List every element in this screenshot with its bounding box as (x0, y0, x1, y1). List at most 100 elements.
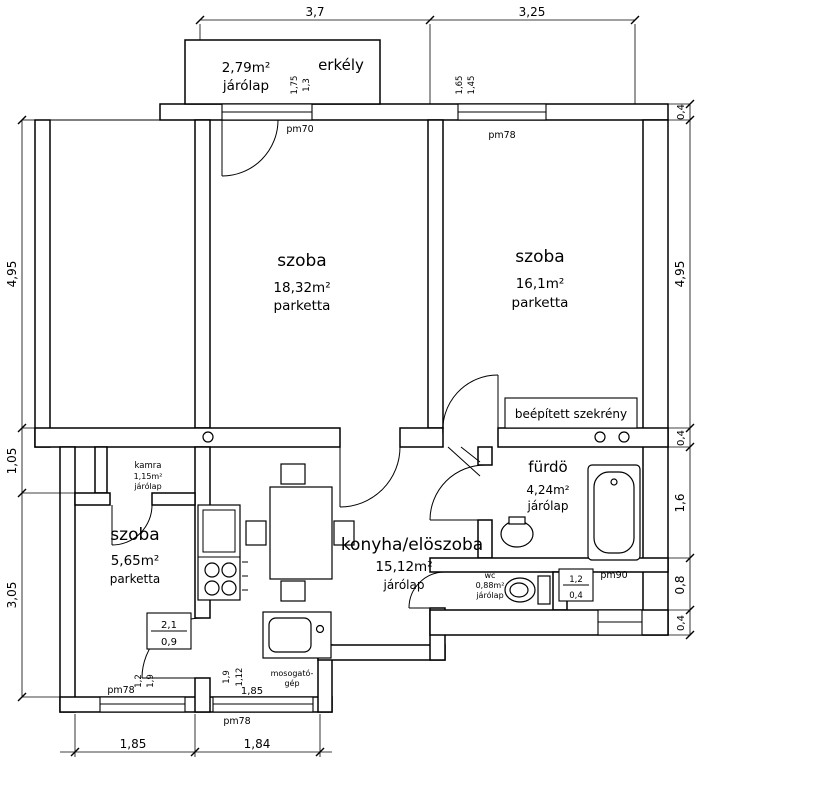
wall (59, 446, 76, 713)
toilet (504, 575, 551, 605)
wall (399, 427, 444, 448)
balcony-rail (184, 39, 381, 105)
sink-tap (315, 624, 325, 634)
mark-pm70: pm70 (286, 124, 313, 135)
pantry-name: kamra (135, 461, 162, 471)
dim-bottom-1: 1,85 (120, 737, 147, 751)
kitchen-area: 15,12m² (375, 559, 432, 575)
room-left-name: szoba (277, 251, 326, 271)
burner (221, 580, 237, 596)
wall-chamfer (460, 446, 481, 463)
mark-pm78-kitchen: pm78 (223, 716, 250, 727)
sink-basin (268, 617, 312, 653)
wc-area: 0,88m² (476, 581, 505, 590)
sill-mid-2: 1,12 (235, 668, 245, 687)
burner (204, 580, 220, 596)
room-right-name: szoba (515, 247, 564, 267)
balcony-floor: járólap (222, 78, 269, 94)
chair (280, 463, 306, 485)
bathroom-name: fürdö (528, 458, 567, 476)
bathtub-inner (593, 471, 635, 554)
closet-label: beépített szekrény (515, 407, 627, 421)
mark-pm90: pm90 (600, 570, 627, 581)
toilet-tank (537, 575, 551, 605)
wall (74, 492, 111, 506)
sill-mid-1: 1,9 (222, 670, 232, 684)
bathtub (587, 464, 641, 561)
dim-right-6: 0,4 (676, 615, 687, 631)
pantry-area: 1,15m² (134, 472, 163, 481)
dishwasher-label-1: mosogató- (271, 668, 314, 678)
dishwasher-label-2: gép (284, 678, 299, 688)
burner (204, 562, 220, 578)
stove-counter (197, 504, 248, 601)
door-arc-room-right (442, 374, 499, 436)
chair (333, 520, 355, 546)
basin-tap (508, 516, 526, 525)
kitchen-floor: járólap (382, 578, 424, 592)
wc-door-height: 0,4 (569, 591, 583, 601)
chair (280, 580, 306, 602)
windows (99, 103, 643, 713)
kitchen-window-dim: 1,85 (241, 686, 263, 697)
small-room-door-width: 0,9 (161, 637, 177, 648)
dim-left-2: 1,05 (5, 448, 19, 475)
wall (94, 446, 108, 494)
table (269, 486, 333, 580)
right-window-width: 1,65 (455, 76, 465, 95)
wall-post (594, 431, 606, 443)
wall (151, 492, 196, 506)
balcony-door-width: 1,75 (290, 76, 300, 95)
door-arc-balcony (221, 119, 279, 177)
wall-post (618, 431, 630, 443)
dim-left-3: 3,05 (5, 582, 19, 609)
door-arc-wc (408, 571, 446, 609)
counter-inner (202, 509, 236, 553)
dim-tick (425, 15, 435, 25)
wall (497, 427, 669, 448)
wall (317, 644, 446, 661)
dim-bottom-2: 1,84 (244, 737, 271, 751)
bathroom-floor: járólap (526, 499, 568, 513)
pantry-floor: járólap (133, 481, 161, 491)
balcony-area: 2,79m² (222, 60, 271, 76)
wall (194, 677, 211, 713)
wall-post (202, 431, 214, 443)
balcony-door-height: 1,3 (302, 78, 312, 92)
wall (34, 119, 51, 448)
mark-pm78-small-room: pm78 (107, 685, 134, 696)
burner (221, 562, 237, 578)
wall (429, 557, 669, 573)
wall (34, 427, 341, 448)
small-room-door-height: 2,1 (161, 620, 177, 631)
wall (194, 119, 211, 429)
dim-left-1: 4,95 (5, 261, 19, 288)
dimension-lines (17, 15, 695, 757)
closet-box (504, 397, 638, 429)
bathtub-drain (610, 478, 618, 486)
wash-basin (500, 516, 534, 548)
wc-door-width: 1,2 (569, 575, 583, 585)
wc-floor: járólap (475, 590, 503, 600)
room-right-area: 16,1m² (516, 276, 565, 292)
dim-right-3: 0,4 (676, 430, 687, 446)
dining-table (245, 463, 355, 602)
room-right-floor: parketta (512, 295, 569, 311)
mark-pm78-top: pm78 (488, 130, 515, 141)
dim-top-left: 3,7 (305, 5, 324, 19)
door-arc-pantry (111, 504, 153, 546)
wc-name: wc (485, 571, 496, 580)
toilet-bowl-inner (509, 582, 529, 598)
door-arc-room-left (339, 446, 401, 508)
dim-right-4: 1,6 (673, 493, 687, 512)
balcony-name: erkély (318, 56, 364, 74)
dim-right-1: 0,4 (676, 104, 687, 120)
right-window-height: 1,45 (467, 76, 477, 95)
room-small-name: szoba (110, 525, 159, 545)
bathroom-area: 4,24m² (526, 483, 569, 497)
kitchen-sink (262, 611, 332, 659)
dim-tick (630, 15, 640, 25)
room-left-area: 18,32m² (273, 280, 330, 296)
